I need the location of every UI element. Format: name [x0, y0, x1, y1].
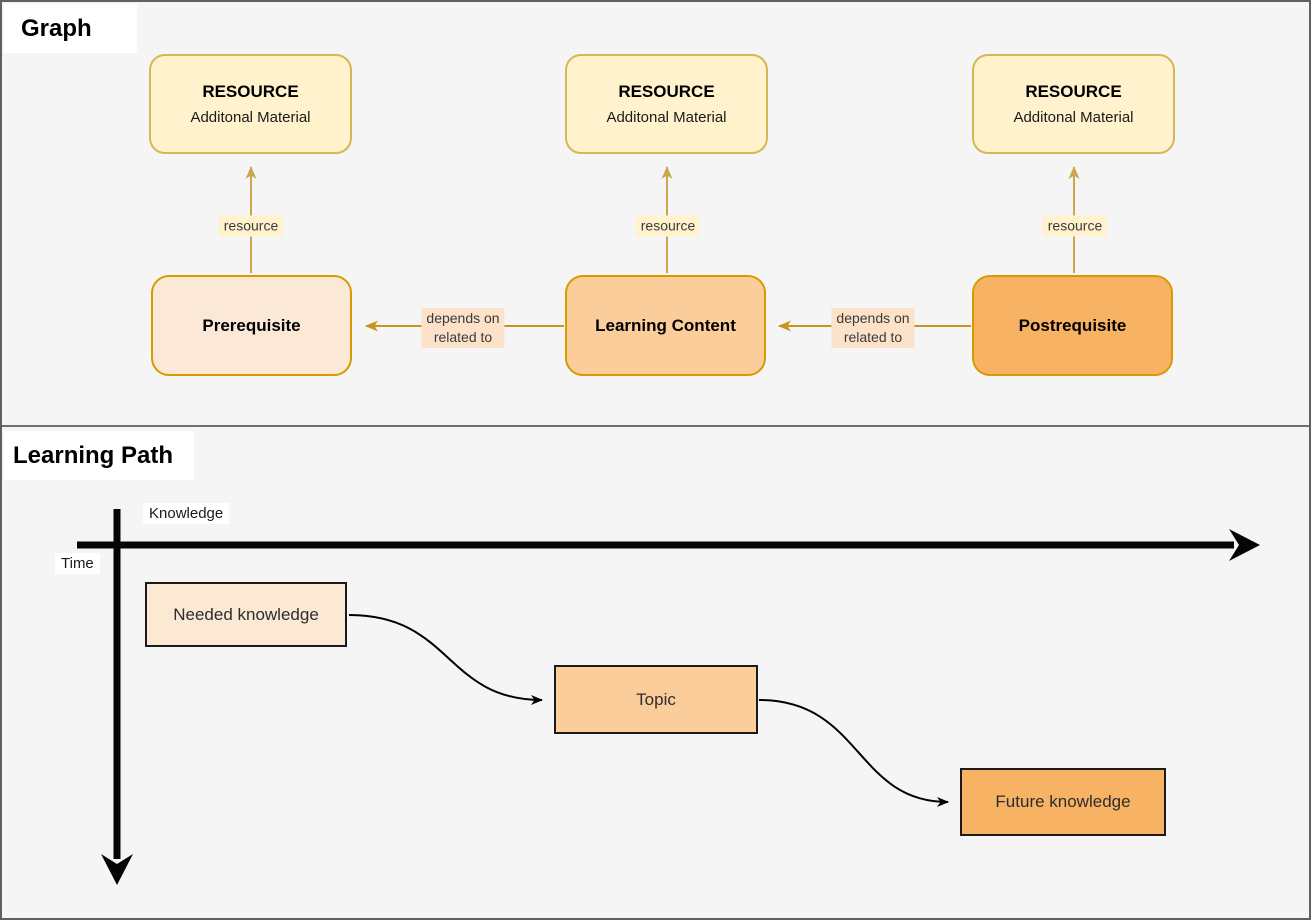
resource-edge-label: resource: [635, 215, 701, 237]
topic-node[interactable]: Topic: [554, 665, 758, 734]
path-connector: [348, 614, 543, 705]
depends-edge-label: depends on related to: [831, 308, 915, 348]
time-axis-label: Time: [55, 553, 100, 574]
postrequisite-node[interactable]: Postrequisite: [972, 275, 1173, 376]
resource-node-subtitle: Additonal Material: [606, 109, 727, 126]
future-knowledge-node[interactable]: Future knowledge: [960, 768, 1166, 836]
resource-node-title: RESOURCE: [1025, 82, 1122, 101]
depends-edge-label-line1: depends on: [426, 310, 500, 326]
learning-content-node[interactable]: Learning Content: [565, 275, 766, 376]
resource-node[interactable]: RESOURCE Additonal Material: [565, 54, 768, 154]
resource-edge-label: resource: [218, 215, 284, 237]
depends-edge-label-line2: related to: [843, 329, 903, 345]
needed-knowledge-node[interactable]: Needed knowledge: [145, 582, 347, 647]
knowledge-axis: [77, 529, 1260, 561]
resource-edge-label: resource: [1042, 215, 1108, 237]
resource-node-title: RESOURCE: [202, 82, 299, 101]
panel-separator: [2, 425, 1309, 427]
resource-node-title: RESOURCE: [618, 82, 715, 101]
resource-node[interactable]: RESOURCE Additonal Material: [149, 54, 352, 154]
resource-node[interactable]: RESOURCE Additonal Material: [972, 54, 1175, 154]
depends-edge-label: depends on related to: [421, 308, 505, 348]
learning-path-panel-title: Learning Path: [4, 431, 194, 480]
prerequisite-node[interactable]: Prerequisite: [151, 275, 352, 376]
depends-edge-label-line2: related to: [433, 329, 493, 345]
resource-node-subtitle: Additonal Material: [1013, 109, 1134, 126]
graph-panel-title: Graph: [4, 4, 137, 53]
knowledge-axis-label: Knowledge: [143, 503, 230, 524]
depends-edge-label-line1: depends on: [836, 310, 910, 326]
path-connector: [758, 699, 949, 807]
time-axis: [101, 509, 133, 885]
resource-node-subtitle: Additonal Material: [190, 109, 311, 126]
